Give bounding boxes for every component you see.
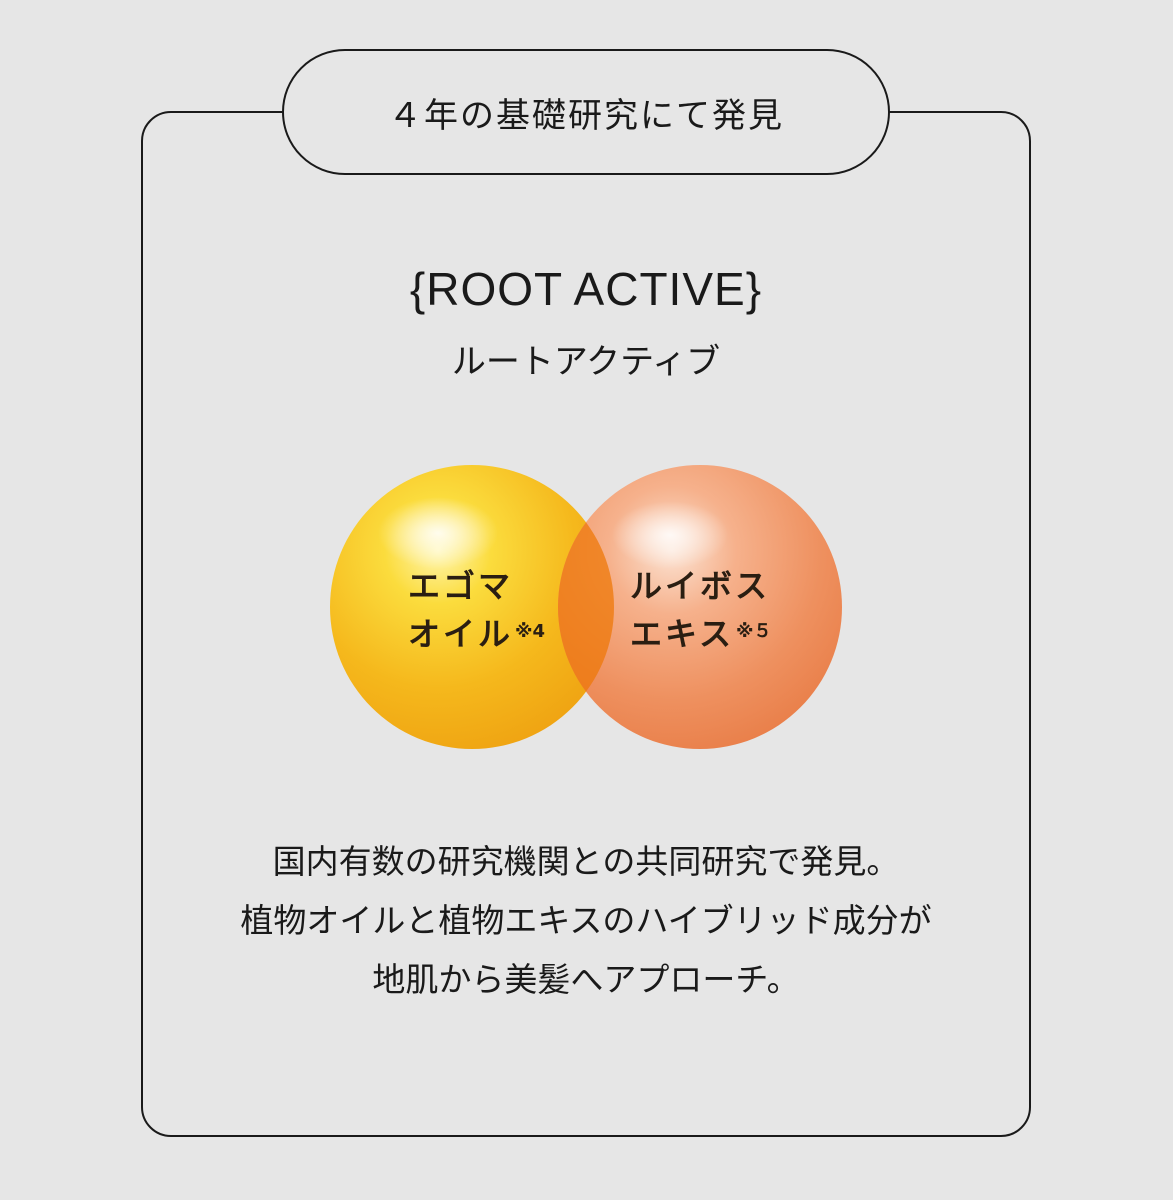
rooibos-extract-line1: ルイボス <box>630 567 771 605</box>
egoma-oil-label: エゴマ オイル※4 <box>408 563 545 657</box>
description-line-2: 植物オイルと植物エキスのハイブリッド成分が <box>240 901 932 940</box>
discovery-badge-text: ４年の基礎研究にて発見 <box>388 95 784 136</box>
description: 国内有数の研究機関との共同研究で発見。 植物オイルと植物エキスのハイブリッド成分… <box>141 832 1031 1009</box>
egoma-highlight <box>378 497 498 569</box>
rooibos-extract-footnote: ※５ <box>736 621 772 642</box>
egoma-oil-line2: オイル <box>408 615 514 653</box>
description-line-1: 国内有数の研究機関との共同研究で発見。 <box>272 842 900 881</box>
rooibos-highlight <box>612 501 728 569</box>
rooibos-extract-line2: エキス <box>630 615 735 653</box>
venn-graphic <box>330 465 842 749</box>
egoma-oil-line1: エゴマ <box>408 567 514 605</box>
egoma-oil-footnote: ※4 <box>515 621 546 642</box>
description-line-3: 地肌から美髪へアプローチ。 <box>372 960 800 999</box>
rooibos-extract-label: ルイボス エキス※５ <box>630 563 772 657</box>
discovery-badge: ４年の基礎研究にて発見 <box>282 49 890 175</box>
product-subtitle: ルートアクティブ <box>451 342 721 382</box>
product-title: {ROOT ACTIVE} <box>409 263 763 315</box>
ingredient-venn-diagram: エゴマ オイル※4 ルイボス エキス※５ <box>320 455 860 765</box>
